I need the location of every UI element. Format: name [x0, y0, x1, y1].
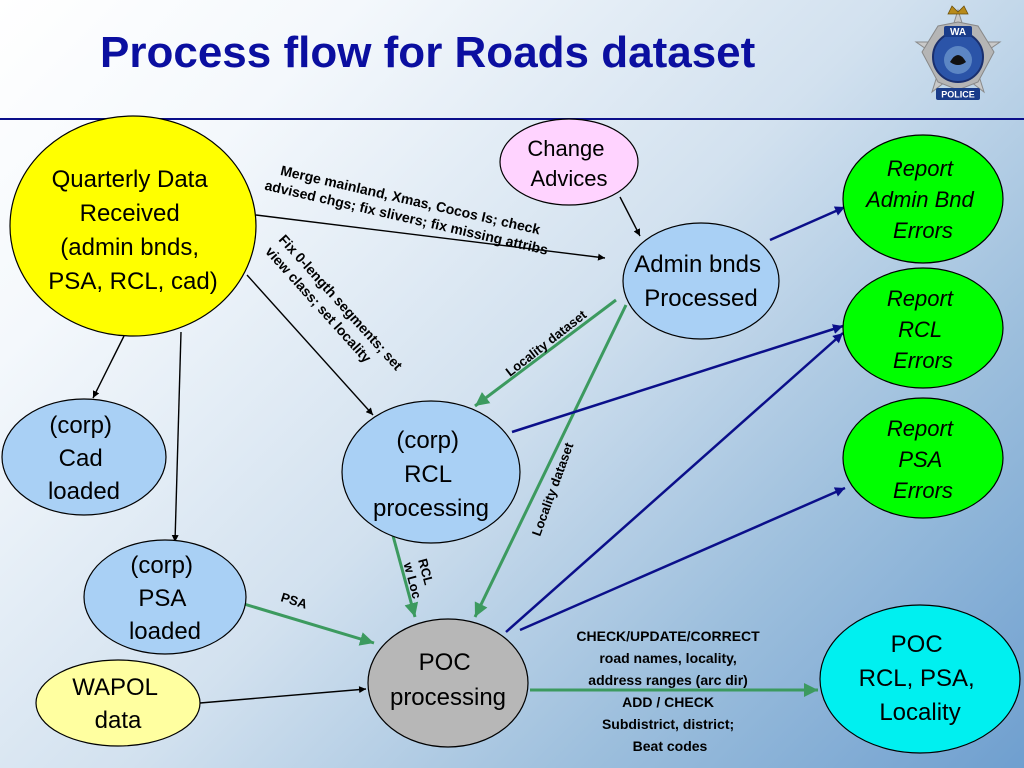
label-locality-dataset-1: Locality dataset	[503, 307, 590, 380]
wa-police-logo: WA POLICE	[914, 5, 1002, 100]
svg-text:POC processing: POC processing	[390, 649, 506, 711]
arrow-psa-to-poc	[243, 602, 375, 646]
arrow-poc-to-report-psa	[519, 486, 846, 632]
svg-text:(corp) RCL pro: (corp) RCL processing	[373, 427, 489, 522]
arrow-quarterly-to-psa	[171, 331, 182, 543]
svg-text:Admin bnds Processed: Admin bnds Processed	[634, 251, 767, 312]
node-change-advices: Change Advices	[499, 118, 639, 206]
arrow-change-to-admin	[619, 196, 641, 237]
title-divider	[0, 118, 1024, 120]
logo-wa-text: WA	[950, 27, 966, 38]
arrow-rcl-to-poc	[390, 531, 419, 618]
node-poc-processing: POC processing	[367, 618, 529, 748]
svg-text:Report RCL Err: Report RCL Errors	[887, 286, 959, 373]
node-admin-bnds: Admin bnds Processed	[622, 222, 780, 340]
connectors	[92, 196, 846, 704]
node-report-rcl-errors: Report RCL Errors	[842, 267, 1004, 389]
slide-title: Process flow for Roads dataset	[100, 28, 756, 77]
node-rcl-processing: (corp) RCL processing	[341, 400, 521, 544]
arrow-quarterly-to-rcl	[246, 274, 374, 416]
svg-text:Change Advices: Change Advices	[527, 136, 610, 191]
svg-text:WAPOL data: WAPOL data	[72, 674, 164, 734]
arrow-admin-to-poc-locality	[473, 304, 628, 618]
svg-text:PSA: PSA	[279, 590, 310, 612]
label-rcl-w-loc: RCL w Loc	[400, 556, 439, 600]
arrow-poc-to-report-rcl	[505, 332, 844, 633]
svg-text:CHECK/UPDATE/CORRECT r: CHECK/UPDATE/CORRECT road names, localit…	[576, 628, 763, 754]
node-psa-loaded: (corp) PSA loaded	[83, 539, 247, 655]
arrow-quarterly-to-admin	[255, 214, 606, 261]
node-report-psa-errors: Report PSA Errors	[842, 397, 1004, 519]
svg-text:Locality dataset: Locality dataset	[503, 307, 590, 380]
svg-text:Quarterly Data Receive: Quarterly Data Received (admin bnds, PSA…	[48, 166, 217, 295]
arrow-rcl-to-report-rcl	[511, 324, 844, 434]
node-wapol-data: WAPOL data	[35, 659, 201, 747]
svg-text:RCL w Loc: RCL w Loc	[400, 556, 439, 600]
node-report-admin-bnd-errors: Report Admin Bnd Errors	[842, 134, 1004, 264]
svg-text:(corp) Cad loa: (corp) Cad loaded	[48, 412, 120, 505]
node-poc-output: POC RCL, PSA, Locality	[819, 604, 1021, 754]
svg-text:POC RCL, PSA,: POC RCL, PSA, Locality	[859, 631, 982, 726]
label-check-update: CHECK/UPDATE/CORRECT road names, localit…	[576, 628, 763, 754]
svg-text:Report PSA Err: Report PSA Errors	[887, 416, 959, 503]
svg-text:Fix 0-length segments; set: Fix 0-length segments; set view class; s…	[262, 231, 408, 388]
node-quarterly-data: Quarterly Data Received (admin bnds, PSA…	[9, 115, 257, 337]
svg-text:Report Admin Bnd: Report Admin Bnd Errors	[864, 156, 980, 243]
logo-police-text: POLICE	[941, 90, 975, 100]
arrow-admin-to-rcl-locality	[474, 298, 617, 408]
arrow-admin-to-report-admin	[769, 205, 846, 242]
node-cad-loaded: (corp) Cad loaded	[1, 398, 167, 516]
label-fix-zero-length: Fix 0-length segments; set view class; s…	[262, 231, 408, 388]
svg-text:(corp) PSA loa: (corp) PSA loaded	[129, 552, 201, 645]
arrow-wapol-to-poc	[199, 686, 367, 704]
label-psa: PSA	[279, 590, 310, 612]
arrow-quarterly-to-cad	[92, 335, 125, 399]
